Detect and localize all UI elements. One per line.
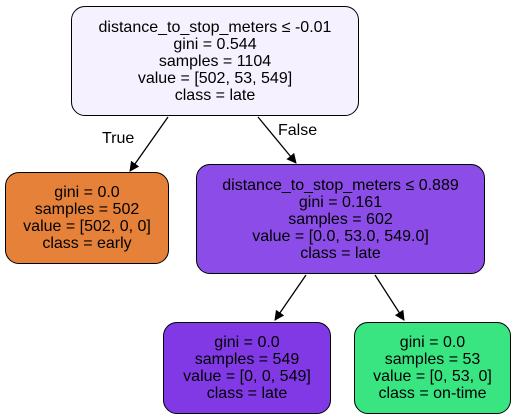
- node-split: distance_to_stop_meters ≤ 0.889: [222, 176, 459, 194]
- node-samples: samples = 602: [288, 210, 393, 228]
- node-samples: samples = 53: [384, 351, 481, 368]
- edge-label-true: True: [102, 130, 135, 147]
- edge-label-false: False: [278, 122, 318, 139]
- node-split: distance_to_stop_meters ≤ -0.01: [98, 18, 332, 36]
- tree-node-right-left-leaf: gini = 0.0 samples = 549 value = [0, 0, …: [163, 322, 331, 414]
- node-class: class = late: [174, 86, 256, 104]
- node-class: class = on-time: [378, 385, 487, 402]
- node-gini: gini = 0.161: [298, 193, 383, 211]
- tree-node-root: distance_to_stop_meters ≤ -0.01 gini = 0…: [71, 6, 359, 116]
- node-class: class = late: [206, 385, 288, 402]
- node-samples: samples = 1104: [158, 52, 272, 70]
- tree-node-right-right-leaf: gini = 0.0 samples = 53 value = [0, 53, …: [354, 322, 511, 414]
- node-samples: samples = 502: [34, 201, 140, 218]
- node-value: value = [0, 53, 0]: [373, 368, 492, 385]
- edge-root-left: [129, 116, 169, 172]
- tree-node-left-leaf: gini = 0.0 samples = 502 value = [502, 0…: [5, 172, 169, 264]
- node-value: value = [0.0, 53.0, 549.0]: [252, 227, 429, 245]
- node-class: class = late: [300, 244, 381, 262]
- node-gini: gini = 0.0: [399, 334, 466, 351]
- node-value: value = [0, 0, 549]: [183, 368, 311, 385]
- tree-node-right: distance_to_stop_meters ≤ 0.889 gini = 0…: [196, 164, 485, 274]
- node-samples: samples = 549: [194, 351, 300, 368]
- node-class: class = early: [42, 235, 132, 252]
- edge-right-left: [274, 274, 307, 321]
- node-gini: gini = 0.544: [173, 35, 257, 53]
- node-gini: gini = 0.0: [54, 184, 120, 201]
- node-gini: gini = 0.0: [214, 334, 280, 351]
- node-value: value = [502, 0, 0]: [23, 218, 151, 235]
- edge-root-right: [257, 116, 297, 164]
- edge-right-right: [374, 274, 405, 321]
- node-value: value = [502, 53, 549]: [137, 69, 293, 87]
